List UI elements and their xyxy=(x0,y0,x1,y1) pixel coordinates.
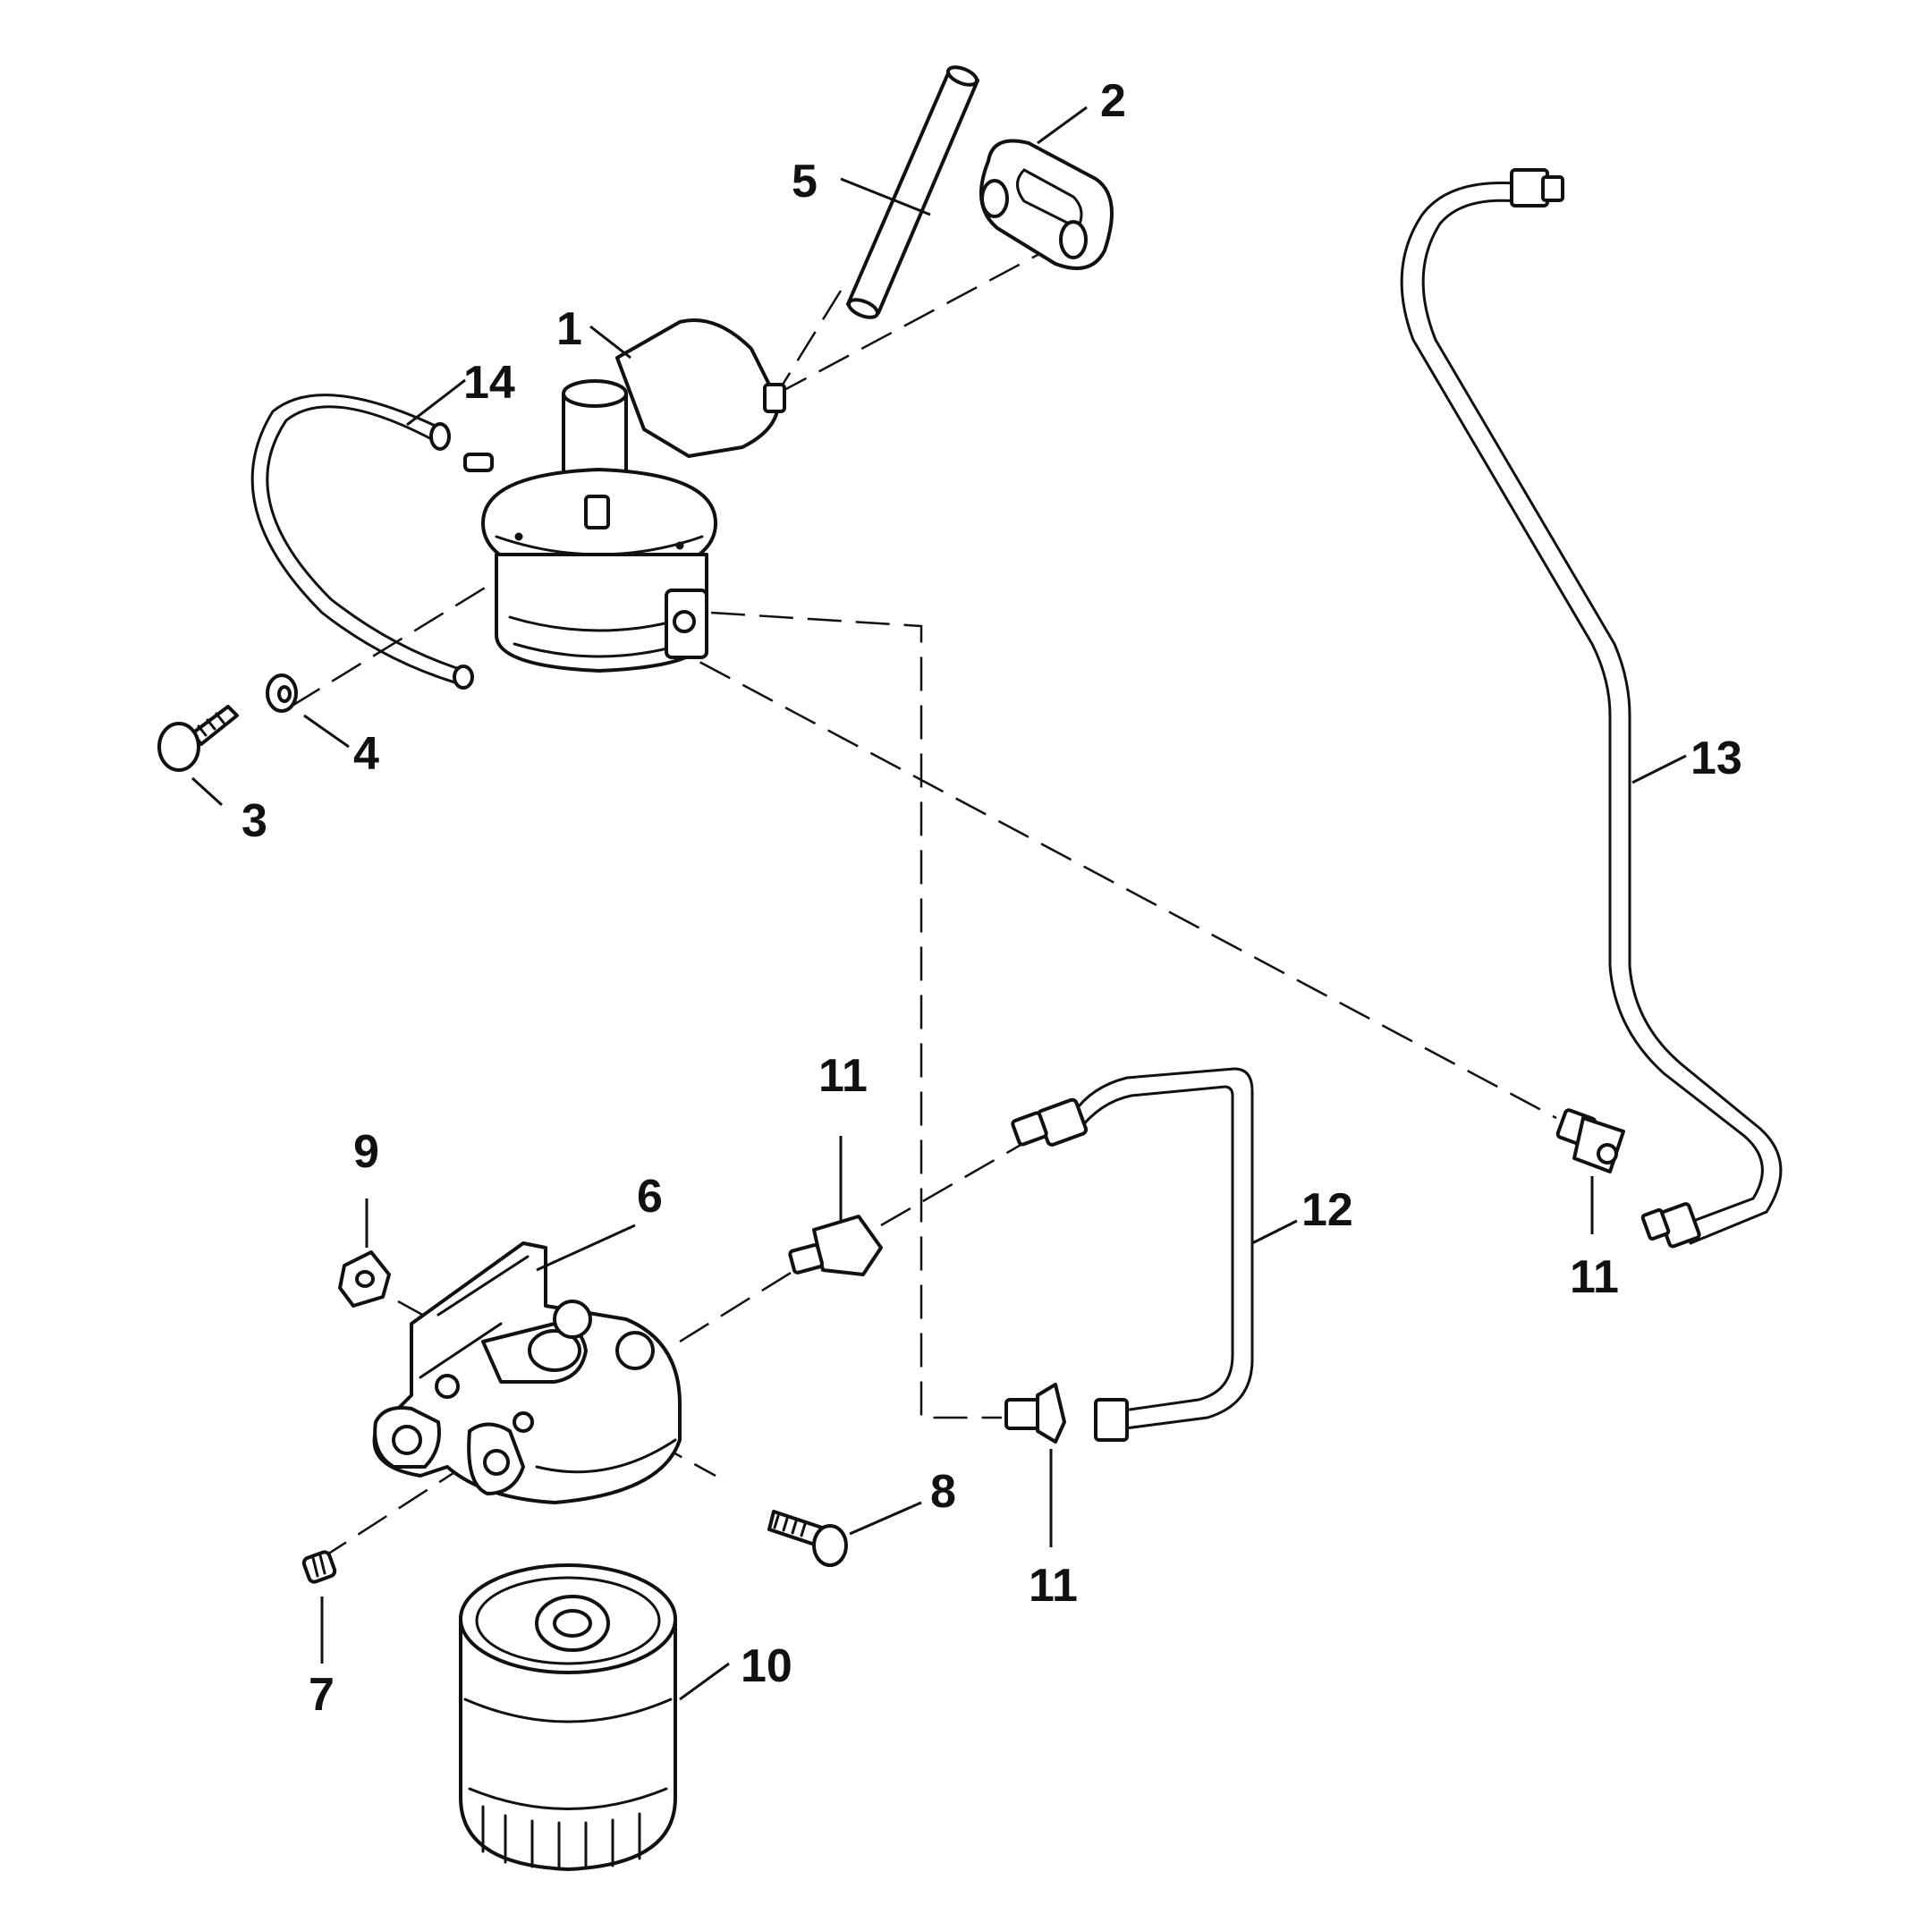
part-14-hose xyxy=(250,394,494,690)
part-10-filter-element xyxy=(459,1563,677,1871)
callout-2: 2 xyxy=(1100,75,1126,127)
callout-12: 12 xyxy=(1301,1184,1353,1236)
part-9-nut xyxy=(338,1250,391,1308)
callout-11-right: 11 xyxy=(1570,1251,1619,1303)
callout-11-middle: 11 xyxy=(818,1050,868,1102)
callout-11-lower: 11 xyxy=(1029,1560,1078,1612)
part-8-bolt xyxy=(767,1510,848,1567)
callout-labels: 1 2 3 4 5 6 7 8 9 10 11 11 11 12 13 14 xyxy=(242,75,1742,1721)
callout-6: 6 xyxy=(637,1171,663,1223)
part-2-gasket xyxy=(979,139,1114,270)
part-5-pushrod xyxy=(846,65,979,319)
part-11-fitting-middle xyxy=(788,1215,883,1276)
callout-10: 10 xyxy=(741,1640,792,1692)
part-7-plug xyxy=(301,1550,337,1584)
callout-13: 13 xyxy=(1690,733,1742,784)
callout-14: 14 xyxy=(463,357,515,409)
callout-1: 1 xyxy=(556,303,582,355)
part-13-fuel-line xyxy=(1400,168,1783,1249)
callout-3: 3 xyxy=(242,795,267,847)
callout-9: 9 xyxy=(353,1126,379,1178)
part-12-fuel-line xyxy=(1011,1067,1254,1442)
part-6-filter-head xyxy=(372,1241,682,1504)
callout-7: 7 xyxy=(309,1669,335,1721)
leader-lines xyxy=(191,106,1687,1701)
part-3-bolt xyxy=(157,705,239,772)
part-4-washer xyxy=(266,673,298,713)
callout-4: 4 xyxy=(353,728,379,780)
part-1-fuel-pump xyxy=(481,318,786,673)
part-11-fitting-right xyxy=(1555,1108,1625,1173)
part-11-fitting-lower xyxy=(1004,1383,1066,1444)
callout-8: 8 xyxy=(930,1466,956,1518)
callout-5: 5 xyxy=(792,156,818,207)
